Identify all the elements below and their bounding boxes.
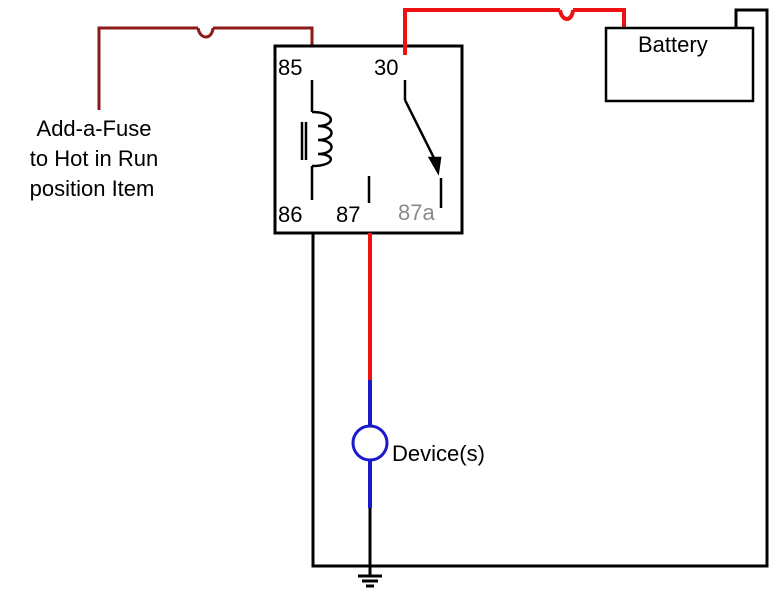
- battery-box: [604, 26, 755, 103]
- device-icon: [351, 424, 389, 462]
- device-wire: [351, 380, 389, 508]
- add-a-fuse-lead: [97, 26, 198, 110]
- pin-85-label: 85: [278, 55, 302, 80]
- pin-87a-label: 87a: [398, 200, 435, 225]
- device-label: Device(s): [392, 441, 485, 466]
- battery-label: Battery: [638, 32, 708, 57]
- fuse-note-line-1: Add-a-Fuse: [37, 116, 152, 141]
- ground-icon: [358, 574, 382, 588]
- battery-wire-from-30: [403, 8, 560, 55]
- add-a-fuse-fuse-icon: [196, 27, 215, 39]
- pin-30-label: 30: [374, 55, 398, 80]
- pin-86-label: 86: [278, 202, 302, 227]
- relay-switch: [367, 80, 443, 208]
- battery-ground-wire: [311, 8, 769, 568]
- fuse-note-line-3: position Item: [30, 176, 155, 201]
- battery-wire: [403, 8, 626, 55]
- battery-wire-to-battery: [573, 8, 626, 28]
- switch-arrow-icon: [427, 156, 442, 176]
- fuse-note-line-2: to Hot in Run: [30, 146, 158, 171]
- add-a-fuse-wire: [97, 26, 314, 110]
- relay-coil: [300, 80, 333, 200]
- switch-arm: [403, 99, 440, 167]
- add-a-fuse-to-85: [213, 26, 314, 46]
- coil-icon: [311, 110, 333, 168]
- battery-fuse-icon: [558, 9, 575, 21]
- pin-87-label: 87: [336, 202, 360, 227]
